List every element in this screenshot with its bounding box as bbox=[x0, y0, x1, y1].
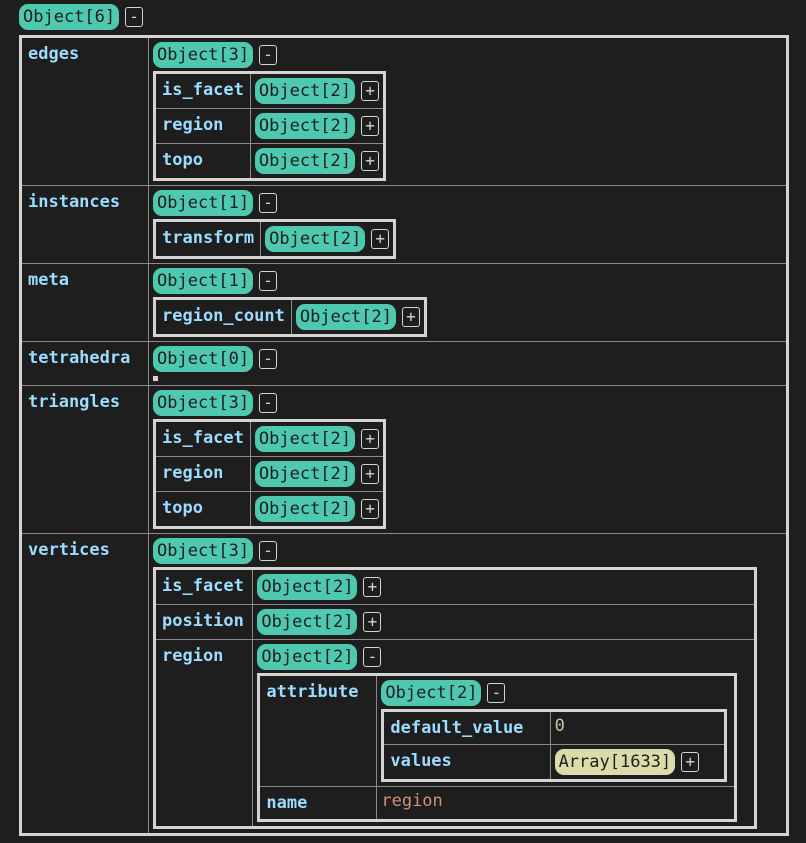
vertices-object-label[interactable]: Object[3] bbox=[153, 538, 254, 564]
default-value-number: 0 bbox=[554, 716, 565, 736]
object-label[interactable]: Object[2] bbox=[254, 78, 356, 104]
object-label[interactable]: Object[2] bbox=[295, 304, 396, 330]
table-row: position Object[2] + bbox=[153, 604, 756, 640]
tetrahedra-object-label[interactable]: Object[0] bbox=[153, 346, 254, 372]
object-label[interactable]: Object[2] bbox=[257, 609, 358, 635]
key-vertices: vertices bbox=[20, 533, 149, 835]
instances-table: transform Object[2] + bbox=[153, 219, 397, 259]
meta-table: region_count Object[2] + bbox=[153, 297, 427, 337]
table-row: is_facet Object[2] + bbox=[154, 420, 386, 457]
edges-object-label[interactable]: Object[3] bbox=[153, 42, 254, 68]
json-tree-root: Object[6] - edges Object[3] - is_facet O… bbox=[19, 4, 789, 836]
object-label[interactable]: Object[2] bbox=[254, 148, 356, 174]
table-row: default_value 0 bbox=[382, 710, 727, 745]
table-row: attribute Object[2] - defau bbox=[258, 674, 737, 787]
expand-button[interactable]: + bbox=[363, 577, 382, 597]
table-row: name region bbox=[258, 786, 737, 821]
root-table: edges Object[3] - is_facet Object[2] + bbox=[19, 35, 789, 836]
edges-collapse-button[interactable]: - bbox=[259, 45, 278, 65]
object-label[interactable]: Object[2] bbox=[254, 426, 356, 452]
key-instances: instances bbox=[20, 185, 149, 264]
meta-collapse-button[interactable]: - bbox=[259, 271, 278, 291]
region-collapse-button[interactable]: - bbox=[363, 647, 382, 667]
triangles-table: is_facet Object[2] + region Object[2] + bbox=[153, 419, 387, 529]
triangles-collapse-button[interactable]: - bbox=[259, 393, 278, 413]
vertices-collapse-button[interactable]: - bbox=[259, 541, 278, 561]
expand-button[interactable]: + bbox=[371, 229, 390, 249]
region-object-label[interactable]: Object[2] bbox=[257, 644, 358, 670]
expand-button[interactable]: + bbox=[361, 429, 380, 449]
table-row: tetrahedra Object[0] - bbox=[20, 341, 788, 386]
table-row: region_count Object[2] + bbox=[154, 298, 426, 336]
tetrahedra-collapse-button[interactable]: - bbox=[259, 349, 278, 369]
key-position: position bbox=[153, 604, 254, 640]
root-collapse-button[interactable]: - bbox=[125, 7, 144, 27]
key-region: region bbox=[154, 456, 251, 492]
root-object-label[interactable]: Object[6] bbox=[19, 4, 120, 30]
expand-button[interactable]: + bbox=[681, 752, 700, 772]
meta-object-label[interactable]: Object[1] bbox=[153, 268, 254, 294]
vertices-table: is_facet Object[2] + position Object[2] … bbox=[153, 567, 757, 829]
region-table: attribute Object[2] - defau bbox=[257, 673, 738, 822]
key-region: region bbox=[153, 639, 254, 828]
key-is-facet: is_facet bbox=[154, 420, 251, 457]
key-name: name bbox=[258, 786, 378, 821]
key-topo: topo bbox=[154, 491, 251, 528]
table-row: values Array[1633] + bbox=[382, 744, 727, 781]
table-row: triangles Object[3] - is_facet Object[2]… bbox=[20, 385, 788, 534]
edges-table: is_facet Object[2] + region Object[2] + bbox=[153, 71, 387, 181]
key-transform: transform bbox=[153, 220, 262, 258]
expand-button[interactable]: + bbox=[363, 612, 382, 632]
attribute-table: default_value 0 values Array[1633] bbox=[381, 709, 728, 782]
instances-collapse-button[interactable]: - bbox=[259, 193, 278, 213]
key-edges: edges bbox=[20, 36, 149, 186]
table-row: region Object[2] + bbox=[154, 108, 386, 144]
key-values: values bbox=[382, 744, 551, 781]
expand-button[interactable]: + bbox=[401, 307, 420, 327]
key-tetrahedra: tetrahedra bbox=[20, 341, 149, 386]
triangles-object-label[interactable]: Object[3] bbox=[153, 390, 254, 416]
key-region: region bbox=[154, 108, 251, 144]
table-row: instances Object[1] - transform Object[2… bbox=[20, 185, 788, 264]
name-string-value: region bbox=[381, 791, 443, 811]
key-is-facet: is_facet bbox=[153, 568, 254, 605]
array-label[interactable]: Array[1633] bbox=[554, 749, 676, 775]
key-triangles: triangles bbox=[20, 385, 149, 534]
object-label[interactable]: Object[2] bbox=[254, 113, 356, 139]
expand-button[interactable]: + bbox=[361, 116, 380, 136]
key-meta: meta bbox=[20, 263, 149, 342]
instances-object-label[interactable]: Object[1] bbox=[153, 190, 254, 216]
key-default-value: default_value bbox=[382, 710, 551, 745]
table-row: transform Object[2] + bbox=[153, 220, 396, 258]
key-topo: topo bbox=[154, 143, 251, 180]
expand-button[interactable]: + bbox=[361, 499, 380, 519]
expand-button[interactable]: + bbox=[361, 151, 380, 171]
expand-button[interactable]: + bbox=[361, 464, 380, 484]
table-row: topo Object[2] + bbox=[154, 143, 386, 180]
table-row: meta Object[1] - region_count Object[2] … bbox=[20, 263, 788, 342]
object-label[interactable]: Object[2] bbox=[254, 461, 356, 487]
table-row: is_facet Object[2] + bbox=[154, 72, 386, 109]
object-label[interactable]: Object[2] bbox=[257, 574, 358, 600]
key-is-facet: is_facet bbox=[154, 72, 251, 109]
table-row: topo Object[2] + bbox=[154, 491, 386, 528]
empty-table-marker bbox=[153, 376, 158, 381]
object-label[interactable]: Object[2] bbox=[265, 226, 366, 252]
table-row: region Object[2] + bbox=[154, 456, 386, 492]
expand-button[interactable]: + bbox=[361, 81, 380, 101]
table-row: region Object[2] - attribute bbox=[153, 639, 756, 828]
attribute-collapse-button[interactable]: - bbox=[487, 683, 506, 703]
table-row: is_facet Object[2] + bbox=[153, 568, 756, 605]
key-attribute: attribute bbox=[258, 674, 378, 787]
table-row: vertices Object[3] - is_facet Object[2] … bbox=[20, 533, 788, 835]
table-row: edges Object[3] - is_facet Object[2] + bbox=[20, 36, 788, 186]
attribute-object-label[interactable]: Object[2] bbox=[381, 680, 482, 706]
object-label[interactable]: Object[2] bbox=[254, 496, 356, 522]
key-region-count: region_count bbox=[154, 298, 292, 336]
root-header: Object[6] - bbox=[19, 4, 789, 30]
